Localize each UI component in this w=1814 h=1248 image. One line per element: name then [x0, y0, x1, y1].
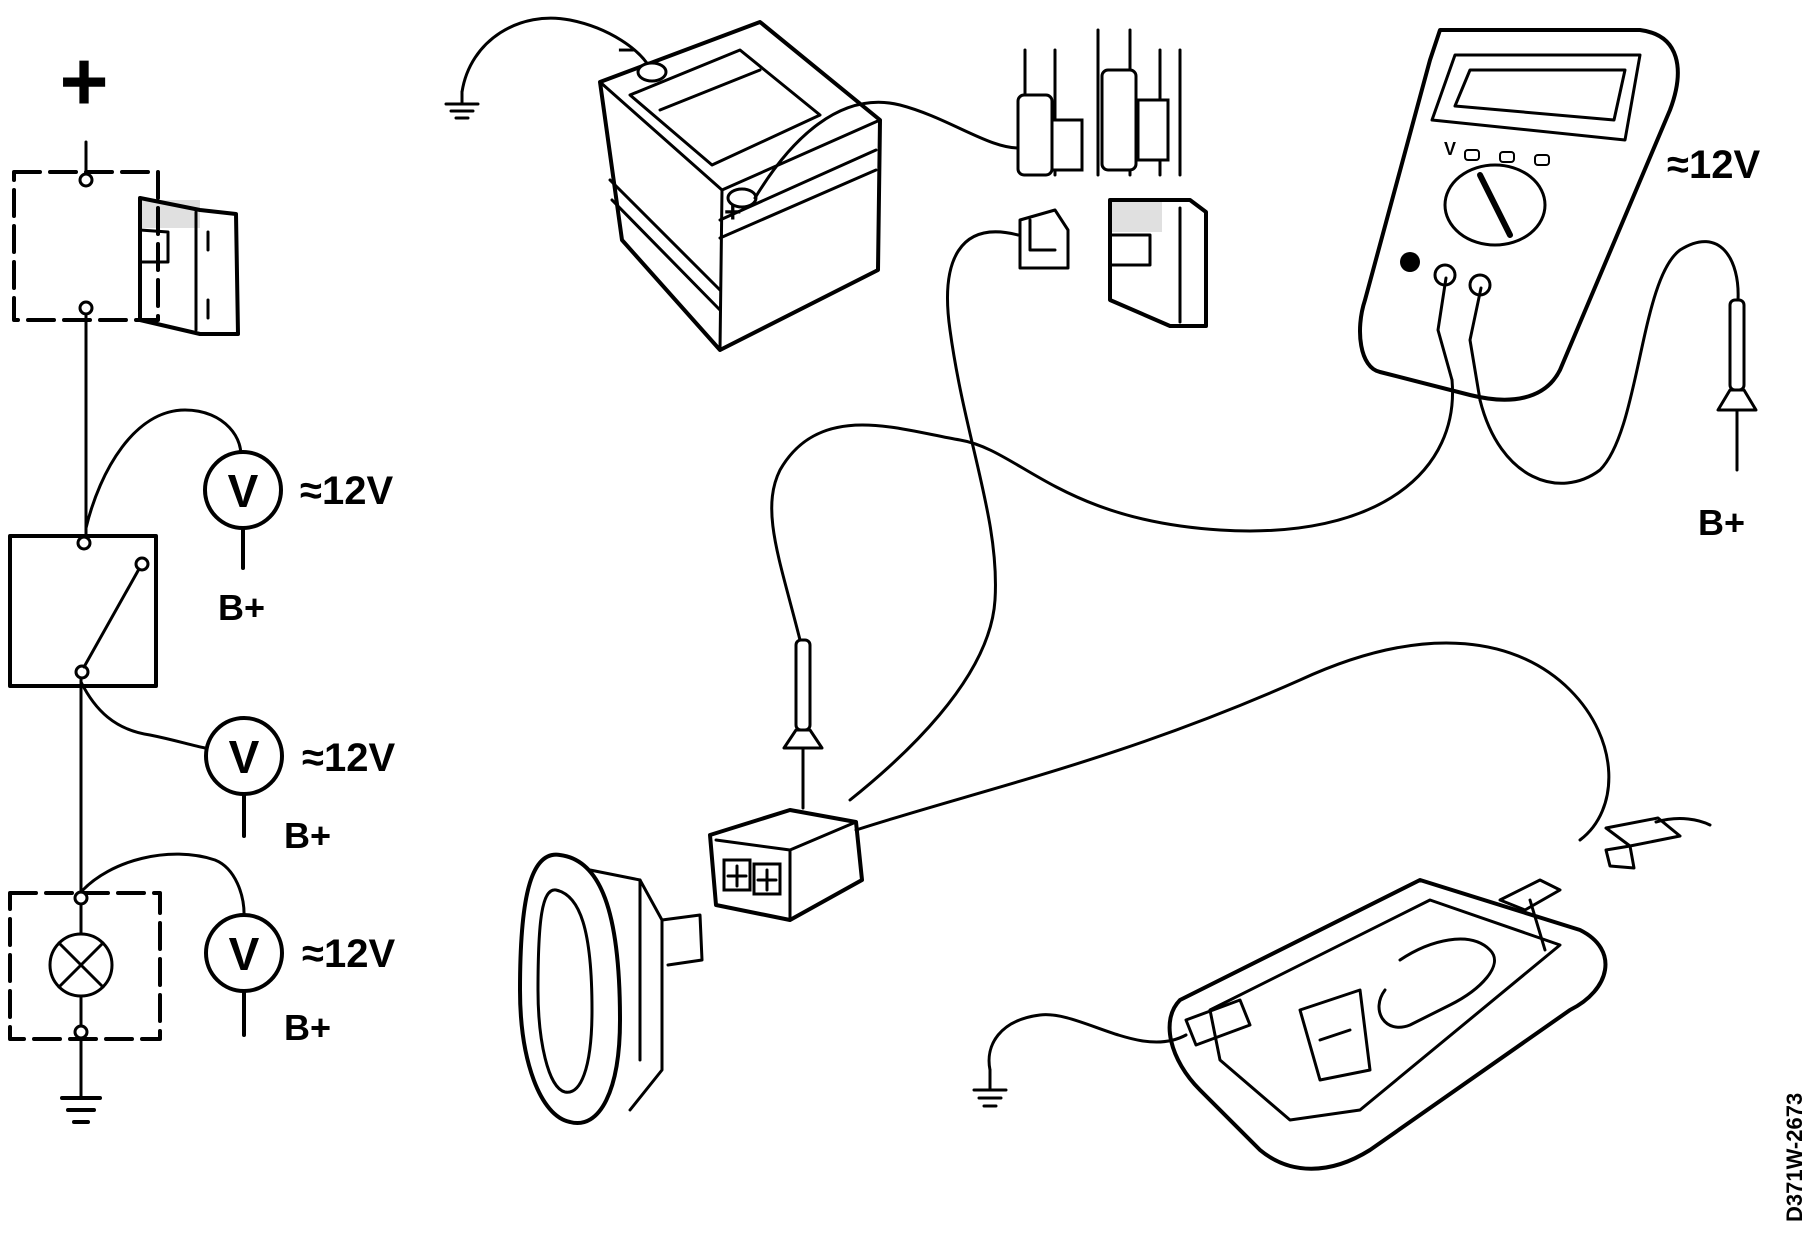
- voltmeter-symbol: V: [228, 465, 259, 517]
- voltmeter-icon: V: [79, 852, 284, 1037]
- fuse-box-icon: [1016, 28, 1208, 328]
- connector-icon: [1604, 816, 1712, 870]
- probe-label: B+: [284, 1007, 331, 1048]
- fuse-icon: [12, 170, 240, 336]
- switch-icon: [8, 534, 158, 688]
- probe-label: B+: [284, 815, 331, 856]
- ground-icon: [444, 90, 480, 120]
- battery-icon: – +: [598, 20, 882, 352]
- voltmeter-icon: V: [79, 680, 284, 838]
- lamp-icon: [8, 890, 162, 1041]
- multimeter-mode: V: [1444, 139, 1456, 159]
- figure-id: D371W-2673: [1782, 1093, 1807, 1222]
- voltmeter-icon: V: [84, 408, 283, 570]
- connector-icon: [708, 808, 864, 922]
- ground-icon: [972, 1068, 1008, 1108]
- voltage-reading: ≈12V: [1667, 143, 1760, 187]
- voltage-reading: ≈12V: [302, 932, 395, 976]
- voltmeter-symbol: V: [229, 731, 260, 783]
- test-probe-icon: [1716, 298, 1758, 472]
- test-probe-icon: [782, 638, 824, 810]
- ground-icon: [60, 1096, 102, 1124]
- probe-label: B+: [218, 587, 265, 628]
- multimeter-icon: V: [1358, 28, 1680, 402]
- probe-label: B+: [1698, 502, 1745, 543]
- circuit-schematic: +: [8, 34, 395, 1124]
- supply-symbol: +: [59, 34, 108, 128]
- rocker-switch-icon: [518, 852, 704, 1125]
- voltage-reading: ≈12V: [302, 736, 395, 780]
- battery-positive: +: [724, 196, 742, 229]
- voltmeter-symbol: V: [229, 928, 260, 980]
- wiring-illustration: – +: [444, 16, 1760, 1171]
- lamp-unit-icon: [1167, 878, 1608, 1171]
- voltage-reading: ≈12V: [300, 469, 393, 513]
- battery-negative: –: [618, 32, 635, 65]
